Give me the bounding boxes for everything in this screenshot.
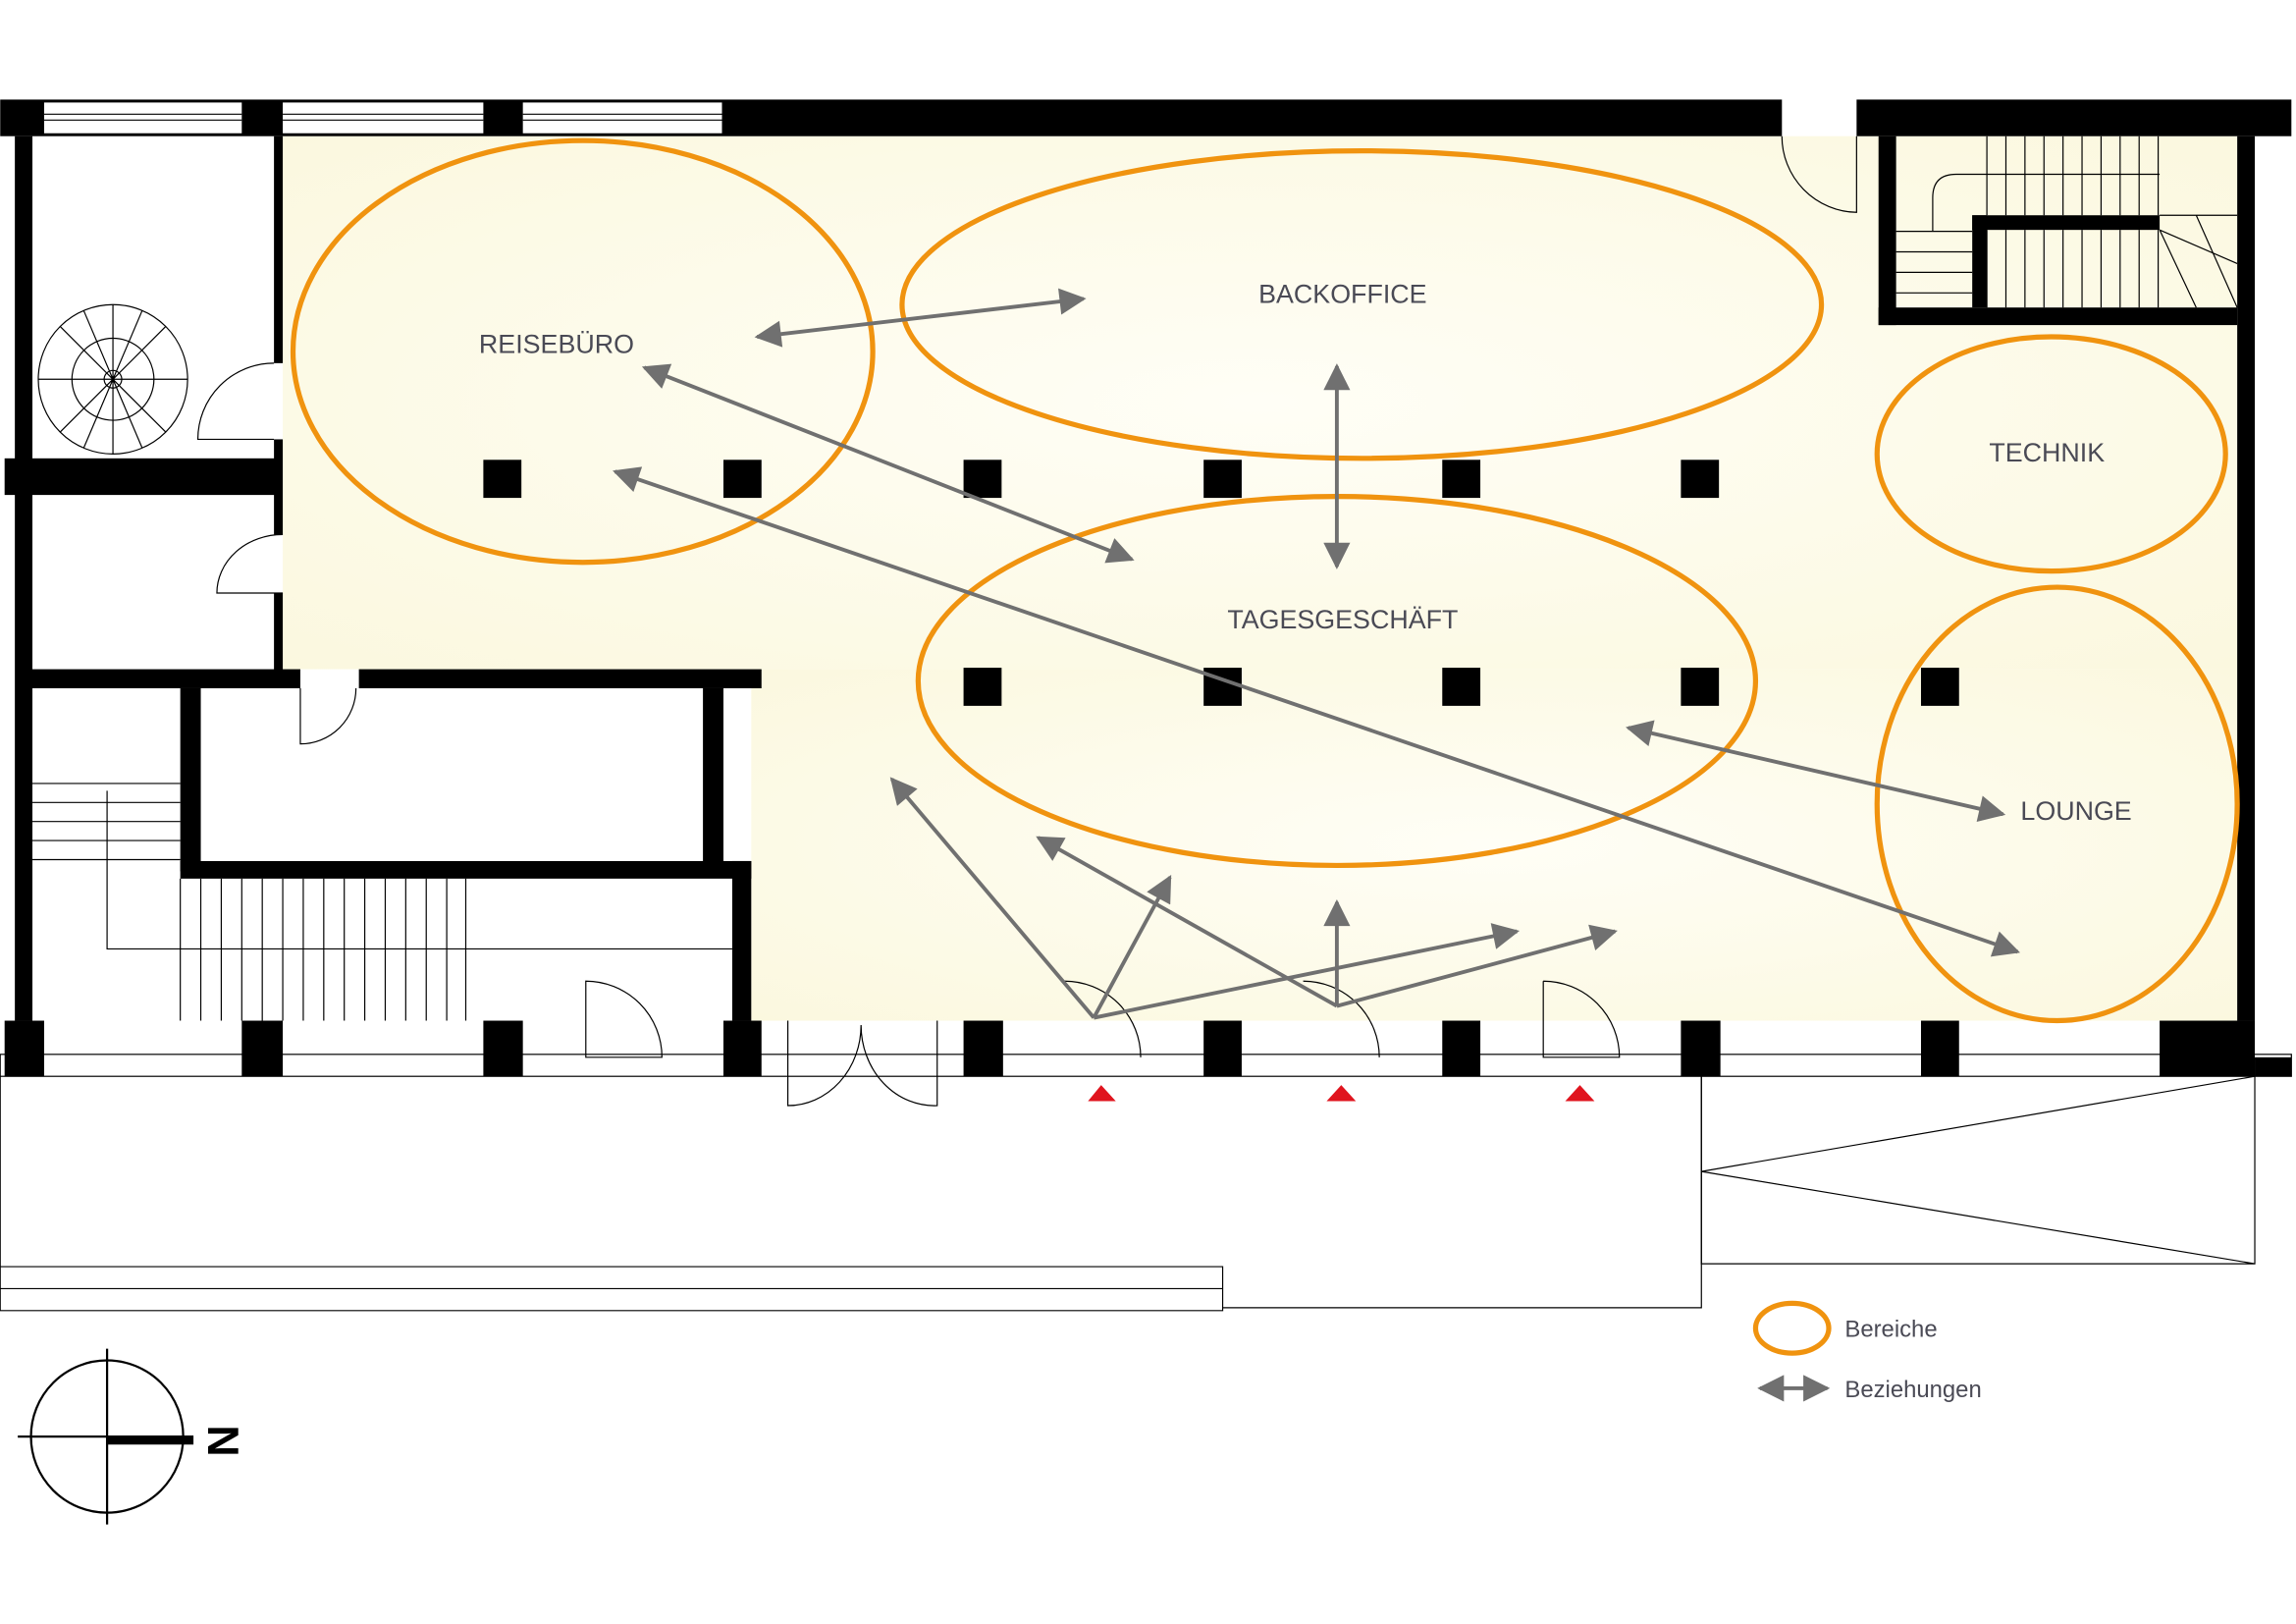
relation-arrow [889, 777, 1095, 1019]
floor-tint [283, 135, 2238, 1021]
north-label: N [198, 1425, 247, 1456]
area-technik [1874, 334, 2228, 574]
walls [0, 99, 2292, 1077]
north-compass-icon: N [18, 1348, 247, 1525]
terrace [0, 1075, 2256, 1312]
doors-and-stairs [32, 135, 2238, 1107]
label-technik: TECHNIK [1989, 438, 2105, 467]
area-reisebuero [290, 137, 876, 566]
label-backoffice: BACKOFFICE [1258, 280, 1426, 309]
entrance-marker [1326, 1085, 1357, 1102]
legend-area-icon [1752, 1300, 1832, 1356]
relation-arrow [1626, 720, 2006, 822]
relation-arrow [1036, 836, 1338, 1008]
label-reisebuero: REISEBÜRO [479, 329, 634, 358]
legend: Bereiche Beziehungen [1752, 1300, 1982, 1403]
relations [613, 288, 2020, 1020]
entrance-marker [1088, 1085, 1116, 1102]
label-tagesgeschaeft: TAGESGESCHÄFT [1227, 605, 1458, 634]
legend-areas-label: Bereiche [1844, 1317, 1937, 1343]
relation-arrow [754, 288, 1087, 348]
legend-relations-label: Beziehungen [1844, 1377, 1981, 1403]
relation-arrow [613, 466, 2020, 957]
entrance-markers [1088, 1085, 1595, 1102]
relation-arrow [1093, 923, 1521, 1020]
relation-arrow [1092, 874, 1172, 1019]
relation-arrow [1336, 924, 1618, 1008]
entrance-marker [1565, 1085, 1595, 1102]
label-lounge: LOUNGE [2020, 796, 2131, 826]
